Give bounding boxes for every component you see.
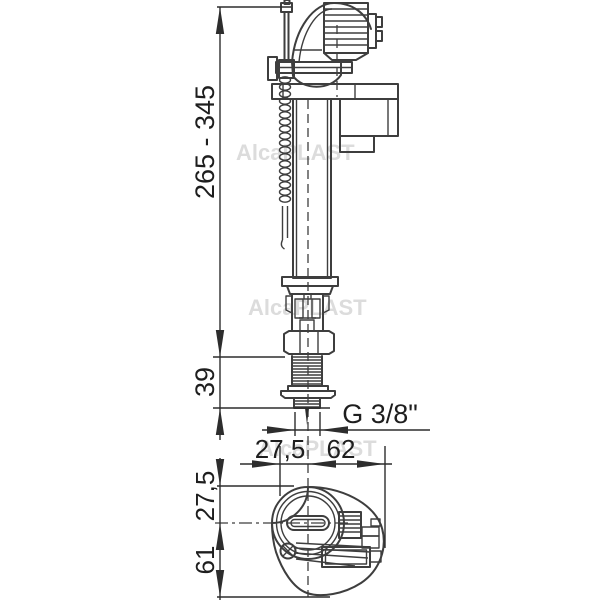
hex-nut-facets — [299, 332, 319, 353]
inlet-needle — [305, 408, 309, 425]
thread-shank-ticks — [292, 356, 322, 385]
cartridge-ribs — [324, 8, 368, 46]
coil-spring — [278, 76, 292, 203]
arrow-left-308 — [308, 460, 336, 468]
base-lever-housing-inner — [324, 549, 368, 565]
cartridge-tab-upper — [375, 16, 383, 28]
cartridge-cap — [367, 13, 377, 49]
collar-skirt — [286, 285, 334, 295]
cage-latches — [285, 295, 330, 314]
arrow-left-320 — [320, 426, 348, 434]
side-view — [267, 0, 399, 425]
base-slot-inner — [290, 518, 326, 528]
arrow-down-597 — [215, 570, 225, 597]
base-slot — [286, 515, 330, 531]
rod-clip — [278, 59, 295, 79]
base-screw-cross — [282, 545, 294, 557]
thread-spec-label: G 3/8" — [342, 399, 418, 429]
cartridge-taper — [323, 52, 369, 61]
base-ribbed-block — [338, 511, 362, 539]
arrow-up-top — [215, 7, 225, 34]
pull-rod — [280, 206, 289, 250]
arrow-right-385 — [357, 460, 385, 468]
arrow-down-486 — [215, 459, 225, 486]
dim-height-range-label: 265 - 345 — [190, 85, 220, 199]
adjustment-rod — [283, 11, 290, 61]
watermark-text: AlcaPLAST — [236, 140, 355, 165]
float-bell-inner — [298, 8, 333, 63]
arrow-right-280 — [252, 460, 280, 468]
base-lever-arms — [293, 542, 371, 567]
bottom-view — [271, 486, 385, 597]
dim-62-label: 62 — [327, 434, 356, 464]
tube-walls — [295, 99, 329, 278]
cage-plug — [299, 319, 315, 332]
dim-27-5-horizontal-label: 27,5 — [255, 434, 306, 464]
pivot-bracket — [267, 56, 278, 81]
arrow-down-357 — [215, 330, 225, 357]
base-screw — [279, 542, 297, 560]
dim-61-label: 61 — [190, 546, 220, 575]
base-block-upper — [361, 526, 380, 537]
float-bell-bottom — [291, 60, 342, 88]
arrow-up-523 — [215, 523, 225, 550]
base-ring-outer — [271, 486, 345, 560]
base-housing-notch — [369, 550, 382, 563]
base-ring-inner — [280, 495, 336, 551]
cage-detail — [303, 293, 312, 300]
arrow-right-295 — [267, 426, 295, 434]
base-ribs — [339, 515, 361, 533]
base-block-tab — [370, 518, 381, 527]
lower-thread-ticks — [294, 400, 320, 408]
inlet-block-step — [339, 135, 375, 153]
cartridge-tab-lower — [375, 30, 383, 42]
dimension-annotations: 265 - 345 39 G 3/8" 27,5 62 27,5 61 — [190, 6, 430, 600]
inlet-block — [339, 98, 399, 137]
watermark-text: AlcaPLAST — [258, 436, 377, 461]
shank-plate — [271, 83, 399, 100]
washer — [280, 390, 336, 399]
ext-lines-thread — [294, 412, 321, 436]
dim-39-label: 39 — [190, 367, 220, 397]
hex-nut — [283, 330, 335, 355]
dim-27-5-vertical-label: 27,5 — [190, 471, 220, 522]
telescopic-tube — [292, 98, 332, 279]
arrow-up-408 — [215, 408, 225, 435]
